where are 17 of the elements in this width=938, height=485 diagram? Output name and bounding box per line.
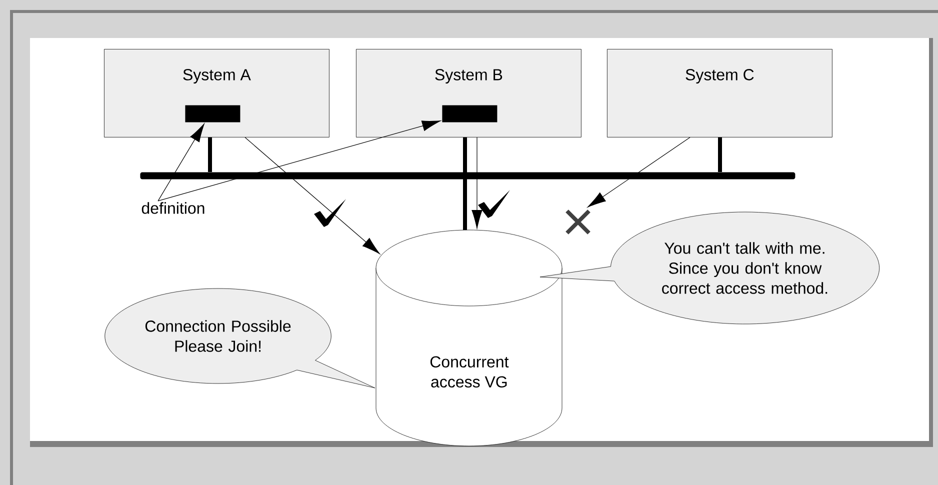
arrow bbox=[587, 137, 690, 208]
connection-line bbox=[718, 137, 722, 172]
system-box: System B bbox=[356, 49, 582, 138]
arrow bbox=[472, 137, 482, 229]
network-bus bbox=[140, 172, 796, 180]
connection-line bbox=[463, 137, 467, 230]
speech-bubble: Connection Possible Please Join! bbox=[104, 288, 376, 388]
system-box: System A bbox=[104, 49, 330, 138]
arrow bbox=[244, 137, 380, 254]
leader-line bbox=[158, 124, 204, 202]
annotation-text: definition bbox=[142, 202, 204, 214]
connection-line bbox=[208, 137, 212, 172]
speech-bubble: You can't talk with me. Since you don't know correct access method. bbox=[540, 212, 880, 324]
adapter-bar bbox=[442, 105, 498, 122]
database-cylinder: Concurrent access VG bbox=[376, 230, 562, 446]
leader-line bbox=[158, 120, 441, 202]
system-box: System C bbox=[607, 49, 832, 138]
